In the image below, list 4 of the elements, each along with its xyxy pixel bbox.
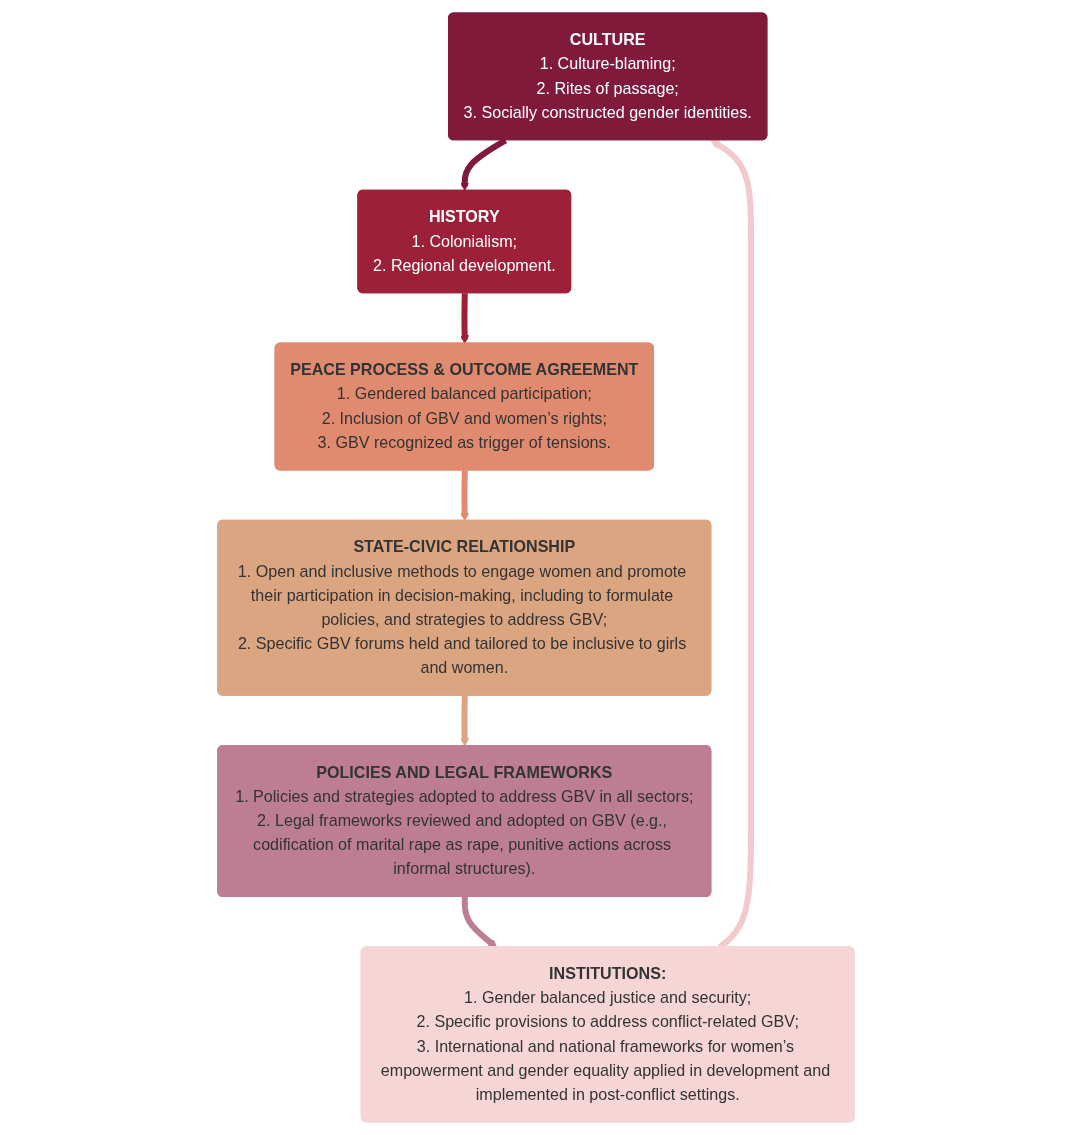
arrow: [461, 897, 498, 948]
arrow: [460, 695, 470, 747]
arrow: [460, 293, 470, 344]
arrow: [460, 470, 470, 522]
